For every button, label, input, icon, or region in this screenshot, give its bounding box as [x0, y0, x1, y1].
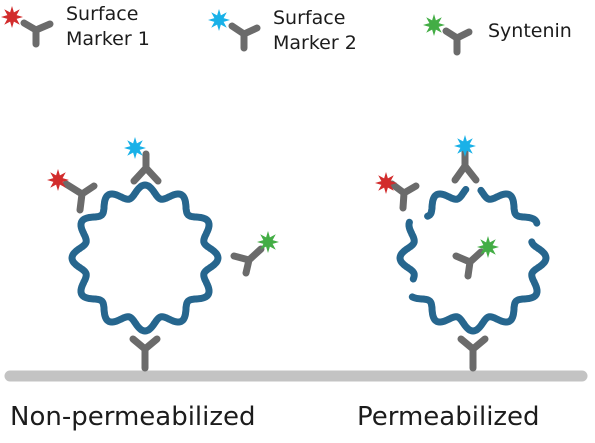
blue-burst — [124, 137, 146, 159]
vesicle-membrane-intact — [68, 181, 222, 335]
red-burst — [1, 6, 23, 28]
internal-syntenin-antibody — [452, 248, 485, 280]
surface-marker-1-antibody — [388, 180, 420, 212]
blue-burst — [208, 9, 230, 31]
surface-marker-2-antibody — [451, 148, 480, 184]
red-burst-antibody-icon — [1, 6, 54, 48]
green-burst — [423, 14, 445, 36]
capture-antibody — [457, 335, 489, 372]
green-burst — [477, 236, 499, 258]
legend-label-surface-marker-2: Surface Marker 2 — [273, 7, 357, 54]
surface-marker-1-antibody — [62, 180, 98, 214]
surface-marker-2-antibody — [130, 150, 162, 185]
panel-label-permeabilized: Permeabilized — [357, 402, 540, 432]
blue-burst-antibody-icon — [208, 9, 261, 52]
blue-burst — [454, 135, 476, 157]
red-burst — [375, 172, 397, 194]
legend — [1, 6, 473, 56]
panel-label-non-permeabilized: Non-permeabilized — [10, 402, 256, 432]
permeabilized-vesicle-group — [375, 135, 550, 372]
green-burst — [257, 231, 279, 253]
legend-label-surface-marker-1: Surface Marker 1 — [66, 3, 150, 50]
red-burst — [47, 169, 69, 191]
vesicle-membrane-permeabilized — [396, 186, 550, 335]
non-permeabilized-vesicle-group — [47, 137, 279, 372]
unbound-syntenin-antibody — [230, 245, 265, 277]
capture-antibody — [129, 335, 161, 372]
green-burst-antibody-icon — [423, 14, 473, 56]
legend-label-syntenin: Syntenin — [488, 20, 572, 42]
